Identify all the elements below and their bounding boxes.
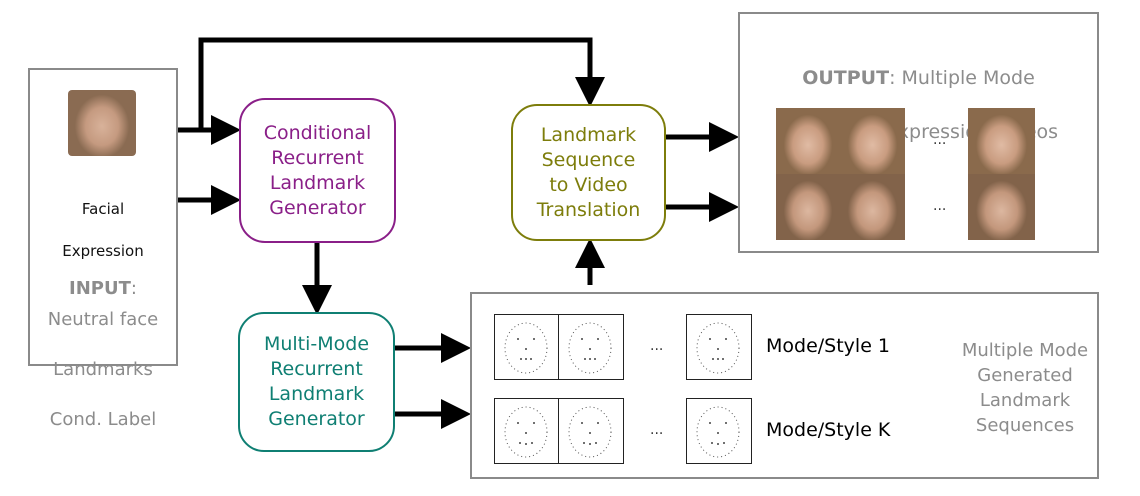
arrow-input-to-translation (198, 37, 605, 130)
output-ellipsis-1: ... (933, 132, 947, 148)
landmark-frame-r2-c1 (494, 398, 560, 464)
output-face-r1-cn (968, 108, 1035, 174)
landmark-frame-r1-c1 (494, 314, 560, 380)
landmark-points (696, 322, 740, 374)
input-item-cond-label: Cond. Label (49, 409, 157, 430)
landmark-frame-r2-cn (686, 398, 752, 464)
input-box: Facial Expression INPUT: Neutral face La… (28, 68, 178, 430)
input-heading: INPUT: (30, 256, 176, 300)
landmark-frame-r1-c2 (558, 314, 624, 380)
landmark-frame-r1-cn (686, 314, 752, 380)
output-box: OUTPUT: Multiple Mode Generated Expressi… (738, 12, 1099, 253)
mode-style-k-label: Mode/Style K (766, 419, 891, 441)
output-face-r2-c2 (840, 174, 905, 240)
neutral-face-image (68, 90, 136, 156)
output-ellipsis-2: ... (933, 198, 947, 214)
input-heading-bold: INPUT (69, 278, 131, 299)
input-item-neutral-face: Neutral face (47, 309, 159, 330)
landmark-points (568, 322, 612, 374)
output-face-r1-c2 (840, 108, 905, 174)
input-items: Neutral face Landmarks Cond. Label (30, 282, 176, 457)
input-item-landmarks: Landmarks (53, 359, 153, 380)
output-face-r1-c1 (776, 108, 840, 174)
landmark-points (568, 406, 612, 458)
landmark-frame-r2-c2 (558, 398, 624, 464)
output-heading-bold: OUTPUT (802, 67, 890, 89)
output-face-r2-cn (968, 174, 1035, 240)
landmark-ellipsis-2: ... (650, 422, 664, 438)
input-label-line2: Expression (62, 242, 144, 260)
multi-mode-recurrent-landmark-generator: Multi-Mode Recurrent Landmark Generator (238, 312, 395, 452)
landmark-sequences-box: ... Mode/Style 1 ... Mode/Style K Multip… (470, 292, 1099, 479)
mode-style-1-label: Mode/Style 1 (766, 335, 891, 357)
landmark-sequences-caption: Multiple Mode Generated Landmark Sequenc… (961, 340, 1089, 436)
landmark-sequence-to-video-translation: Landmark Sequence to Video Translation (511, 104, 666, 241)
output-title-rest: : Multiple Mode (889, 67, 1035, 89)
landmark-points (696, 406, 740, 458)
facial-expression-label: Facial Expression (30, 178, 176, 262)
conditional-recurrent-landmark-generator: Conditional Recurrent Landmark Generator (239, 98, 396, 243)
landmark-points (504, 406, 548, 458)
landmark-points (504, 322, 548, 374)
input-label-line1: Facial (81, 200, 125, 218)
landmark-ellipsis-1: ... (650, 338, 664, 354)
output-face-r2-c1 (776, 174, 840, 240)
input-heading-colon: : (130, 278, 137, 299)
